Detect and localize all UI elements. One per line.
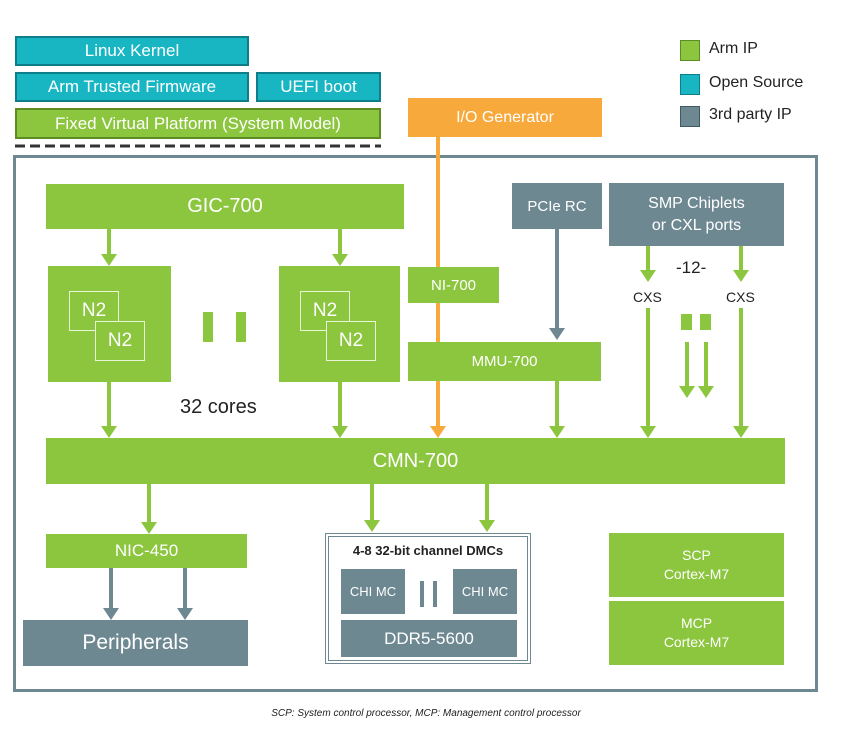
chi-mc-ellipsis-bar-right bbox=[433, 581, 437, 607]
n2-core-right-b: N2 bbox=[326, 321, 376, 361]
arrow-mmu-to-cmn bbox=[549, 381, 565, 438]
ddr5-box: DDR5-5600 bbox=[341, 620, 517, 657]
n2-core-left-a: N2 bbox=[69, 291, 119, 331]
arrow-cxs-repeat-left bbox=[679, 342, 695, 398]
chi-mc-left: CHI MC bbox=[341, 569, 405, 614]
soc-frame bbox=[13, 155, 818, 692]
footnote: SCP: System control processor, MCP: Mana… bbox=[271, 708, 581, 719]
arrow-smp-to-cxs-left bbox=[640, 246, 656, 282]
smp-chiplets-line1: SMP Chiplets bbox=[648, 194, 745, 212]
arrow-nic-to-peripherals-right bbox=[177, 568, 193, 620]
scp-core: Cortex-M7 bbox=[663, 566, 730, 582]
n2-cluster-right: N2 N2 bbox=[279, 266, 400, 382]
cluster-ellipsis-bar-right bbox=[236, 312, 246, 342]
legend: Arm IP Open Source 3rd party IP bbox=[680, 38, 840, 133]
cxs-count-label: -12- bbox=[676, 258, 707, 277]
cxs-label-left: CXS bbox=[633, 289, 662, 305]
scp-box: SCP Cortex-M7 bbox=[609, 533, 784, 597]
legend-swatch-arm-ip bbox=[680, 40, 700, 61]
mmu-700-box: MMU-700 bbox=[408, 342, 601, 381]
arrow-cmn-to-nic bbox=[141, 484, 157, 534]
mcp-name: MCP bbox=[680, 615, 713, 631]
cmn-700-box: CMN-700 bbox=[46, 438, 785, 484]
cxs-label-right: CXS bbox=[726, 289, 755, 305]
arrow-cmn-to-dmc-right bbox=[479, 484, 495, 532]
arrow-cxs-left-to-cmn bbox=[640, 308, 656, 438]
arrow-nic-to-peripherals-left bbox=[103, 568, 119, 620]
scp-name: SCP bbox=[682, 547, 711, 563]
uefi-boot-box: UEFI boot bbox=[256, 72, 381, 102]
mcp-core: Cortex-M7 bbox=[663, 634, 730, 650]
fixed-virtual-platform-box: Fixed Virtual Platform (System Model) bbox=[15, 108, 381, 139]
cxs-ellipsis-bar-left bbox=[681, 314, 692, 330]
chi-mc-right: CHI MC bbox=[453, 569, 517, 614]
linux-kernel-box: Linux Kernel bbox=[15, 36, 249, 66]
arrow-gic-to-cluster-right bbox=[332, 229, 348, 266]
peripherals-box: Peripherals bbox=[23, 620, 248, 666]
cluster-ellipsis-bar-left bbox=[203, 312, 213, 342]
arrow-pcie-to-mmu bbox=[549, 229, 565, 340]
dmc-group: 4-8 32-bit channel DMCs CHI MC CHI MC DD… bbox=[325, 533, 531, 664]
n2-cluster-left: N2 N2 bbox=[48, 266, 171, 382]
mcp-box: MCP Cortex-M7 bbox=[609, 601, 784, 665]
arrow-cmn-to-dmc-left bbox=[364, 484, 380, 532]
legend-swatch-3rd-party-ip bbox=[680, 106, 700, 127]
legend-swatch-open-source bbox=[680, 74, 700, 95]
n2-core-left-b: N2 bbox=[95, 321, 145, 361]
arrow-cxs-repeat-right bbox=[698, 342, 714, 398]
cxs-ellipsis-bar-right bbox=[700, 314, 711, 330]
io-generator-box: I/O Generator bbox=[408, 98, 602, 137]
legend-label-open-source: Open Source bbox=[709, 74, 804, 91]
n2-core-right-a: N2 bbox=[300, 291, 350, 331]
arrow-gic-to-cluster-left bbox=[101, 229, 117, 266]
gic-700-box: GIC-700 bbox=[46, 184, 404, 229]
legend-label-arm-ip: Arm IP bbox=[709, 40, 758, 57]
arrow-cxs-right-to-cmn bbox=[733, 308, 749, 438]
nic-450-box: NIC-450 bbox=[46, 534, 247, 568]
dmc-group-title: 4-8 32-bit channel DMCs bbox=[352, 543, 504, 558]
arrow-cluster-right-to-cmn bbox=[332, 382, 348, 438]
pcie-rc-box: PCIe RC bbox=[512, 183, 602, 229]
arrow-cluster-left-to-cmn bbox=[101, 382, 117, 438]
arm-trusted-firmware-box: Arm Trusted Firmware bbox=[15, 72, 249, 102]
arrow-smp-to-cxs-right bbox=[733, 246, 749, 282]
legend-label-3rd-party-ip: 3rd party IP bbox=[709, 106, 792, 123]
smp-chiplets-line2: or CXL ports bbox=[651, 216, 742, 234]
chi-mc-ellipsis-bar-left bbox=[420, 581, 424, 607]
cores-count-label: 32 cores bbox=[180, 396, 257, 418]
smp-chiplets-box: SMP Chiplets or CXL ports bbox=[609, 183, 784, 246]
ni-700-box: NI-700 bbox=[408, 267, 499, 303]
